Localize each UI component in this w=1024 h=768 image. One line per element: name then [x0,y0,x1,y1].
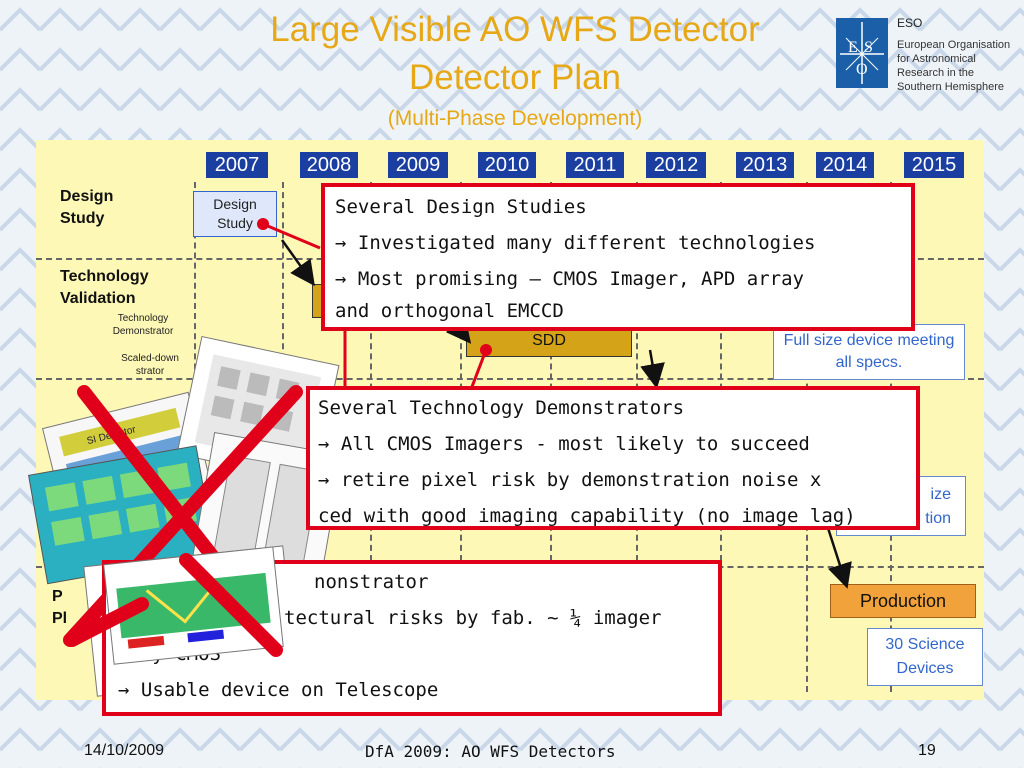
full-size-device-box: Full size device meeting all specs. [773,324,965,380]
red-dot-sdd [480,344,492,356]
row-divider [36,378,984,380]
arrow-to-production [826,527,852,589]
arrow-to-sdd [445,316,472,344]
footer-page-number: 19 [918,742,936,759]
red-connector-sdd [468,349,488,393]
slide-title: Large Visible AO WFS Detector [270,10,760,49]
svg-text:S: S [864,39,873,56]
year-2012: 2012 [646,152,706,178]
eso-name: ESO [897,16,923,30]
arrow-sdd-down [640,349,665,389]
slide-title-line2: Detector Plan [408,58,622,97]
red-dot-design [257,218,269,230]
svg-text:E: E [848,39,858,56]
year-2011: 2011 [566,152,624,178]
year-2013: 2013 [736,152,794,178]
red-connector-design [262,222,321,250]
year-2008: 2008 [300,152,358,178]
callout-design-studies: Several Design Studies → Investigated ma… [321,183,915,331]
slide-subtitle: (Multi-Phase Development) [387,107,643,130]
year-2014: 2014 [816,152,874,178]
svg-text:O: O [856,61,868,78]
year-2009: 2009 [388,152,448,178]
production-box: Production [830,584,976,618]
eso-star-icon: E S O [840,22,884,84]
year-2007: 2007 [206,152,268,178]
year-2010: 2010 [478,152,536,178]
science-devices-box: 30 Science Devices [867,628,983,686]
footer-title: DfA 2009: AO WFS Detectors [365,742,616,761]
eso-organisation: European Organisation for Astronomical R… [897,39,1011,93]
callout-technology-demonstrators: Several Technology Demonstrators → All C… [306,386,920,530]
readout-ic-image [28,445,216,585]
arrow-design-to-tech [280,239,315,287]
eso-logo: E S O [836,18,888,88]
year-2015: 2015 [904,152,964,178]
footer-date: 14/10/2009 [84,742,165,759]
